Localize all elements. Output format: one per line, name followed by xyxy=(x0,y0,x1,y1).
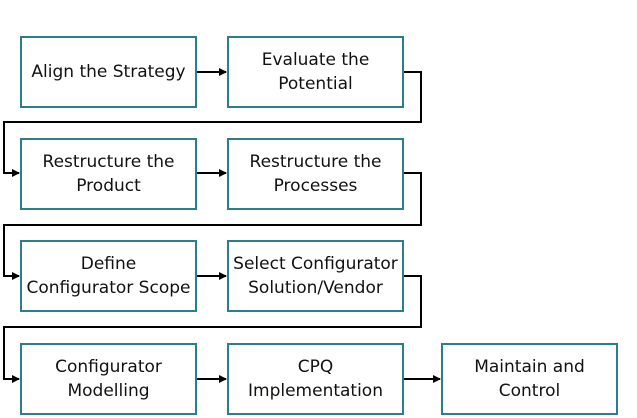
step-label-configurator-modelling: Configurator Modelling xyxy=(55,357,162,401)
step-box-maintain-control: Maintain and Control xyxy=(441,343,618,415)
step-box-evaluate-potential: Evaluate the Potential xyxy=(227,36,404,108)
step-label-maintain-control: Maintain and Control xyxy=(474,357,585,401)
step-label-select-solution: Select Configurator Solution/Vendor xyxy=(233,254,398,298)
step-box-restructure-product: Restructure the Product xyxy=(20,138,197,210)
step-box-cpq-implementation: CPQ Implementation xyxy=(227,343,404,415)
connector-step-6-to-7 xyxy=(3,275,422,383)
connector-step-2-to-3 xyxy=(3,71,422,177)
connector-step-4-to-5 xyxy=(3,172,422,280)
step-label-cpq-implementation: CPQ Implementation xyxy=(248,357,383,401)
step-box-define-scope: Define Configurator Scope xyxy=(20,240,197,312)
step-box-restructure-processes: Restructure the Processes xyxy=(227,138,404,210)
step-label-restructure-processes: Restructure the Processes xyxy=(249,152,382,196)
step-label-align-strategy: Align the Strategy xyxy=(31,62,186,82)
step-label-restructure-product: Restructure the Product xyxy=(42,152,175,196)
step-box-select-solution: Select Configurator Solution/Vendor xyxy=(227,240,404,312)
step-label-evaluate-potential: Evaluate the Potential xyxy=(261,50,370,94)
step-label-define-scope: Define Configurator Scope xyxy=(26,254,191,298)
step-box-align-strategy: Align the Strategy xyxy=(20,36,197,108)
step-box-configurator-modelling: Configurator Modelling xyxy=(20,343,197,415)
